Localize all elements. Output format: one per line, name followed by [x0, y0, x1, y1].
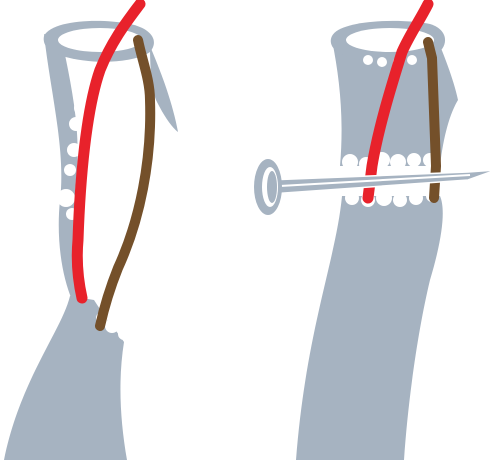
- post-top-hole: [58, 28, 142, 52]
- panel-damaged-cable: [4, 4, 178, 460]
- post-lower-body-right: [296, 196, 443, 460]
- wire-brown-left: [100, 40, 150, 326]
- panel-nailed-cable: [254, 4, 496, 460]
- post-top-hole-right: [346, 28, 434, 52]
- torn-edge-top: [104, 65, 141, 78]
